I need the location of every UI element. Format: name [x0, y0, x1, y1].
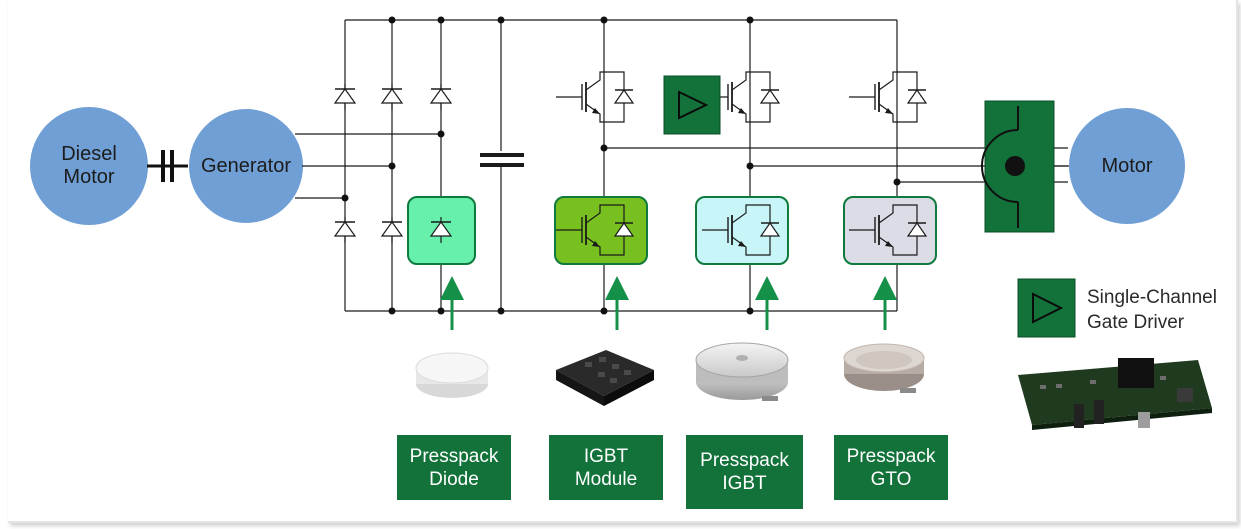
upper-igbts: [555, 71, 927, 123]
junction-dots: [341, 16, 901, 315]
presspack-diode-photo: [415, 352, 489, 398]
presspack-igbt-photo: [695, 342, 789, 401]
current-sensor-icon: [981, 100, 1069, 233]
presspack-gto-highlight-box: [843, 196, 937, 265]
generator-label: Generator: [200, 154, 292, 177]
presspack-igbt-highlight-box: [695, 196, 789, 265]
circuit-wiring: [295, 19, 1068, 312]
motor-circle: [1069, 108, 1185, 224]
device-arrows: [440, 276, 897, 330]
diesel-motor-circle: [30, 107, 148, 225]
coupling-icon: [147, 150, 188, 182]
diesel-motor-label: Diesel Motor: [61, 143, 117, 188]
generator-circle: [189, 109, 303, 223]
motor-label: Motor: [1101, 154, 1153, 177]
presspack-diode-label: Presspack Diode: [397, 435, 511, 500]
presspack-gto-photo: [843, 343, 925, 393]
legend-gate-driver-icon: [1017, 278, 1076, 338]
igbt-module-label: IGBT Module: [549, 435, 663, 500]
gate-driver-legend-label: Single-Channel Gate Driver: [1087, 287, 1217, 333]
presspack-igbt-label: Presspack IGBT: [686, 435, 803, 509]
gate-driver-board-photo: [1018, 358, 1212, 430]
gate-driver-icon: [663, 75, 721, 135]
presspack-gto-label: Presspack GTO: [834, 435, 948, 500]
igbt-module-photo: [556, 350, 654, 406]
